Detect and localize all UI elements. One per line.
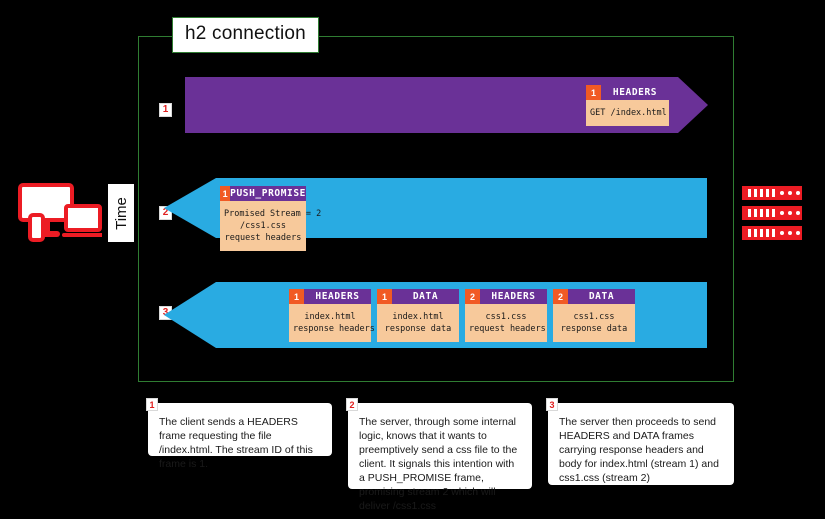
frame-header-bar: 1 PUSH_PROMISE (220, 186, 306, 201)
caption-number: 3 (546, 398, 558, 411)
frame-headers-request: 1 HEADERS GET /index.html (586, 85, 669, 126)
caption-1: 1 The client sends a HEADERS frame reque… (146, 398, 332, 470)
frame-header-bar: 1 HEADERS (289, 289, 371, 304)
frame-body-text: css1.css request headers (465, 304, 547, 342)
arrow-head-right (678, 77, 708, 133)
frame-type-label: HEADERS (612, 87, 658, 98)
stream-id-badge: 2 (553, 289, 568, 304)
client-devices-icon (18, 183, 104, 243)
stream-id-badge: 1 (220, 186, 231, 201)
time-axis-label: Time (108, 184, 134, 242)
frame-headers-index: 1 HEADERS index.html response headers (289, 289, 375, 342)
frame-type-label: PUSH_PROMISE (230, 188, 306, 199)
frame-header-bar: 1 DATA (377, 289, 459, 304)
frame-type-label: DATA (588, 291, 615, 302)
frame-data-css: 2 DATA css1.css response data (553, 289, 635, 342)
stream-id-badge: 1 (377, 289, 392, 304)
frame-push-promise: 1 PUSH_PROMISE Promised Stream = 2 /css1… (220, 186, 321, 251)
frame-body-text: index.html response headers (289, 304, 375, 342)
frame-body-text: index.html response data (377, 304, 459, 342)
frame-body-text: GET /index.html (586, 100, 669, 126)
frame-body-text: Promised Stream = 2 /css1.css request he… (220, 201, 321, 251)
caption-text: The client sends a HEADERS frame request… (159, 416, 313, 470)
caption-number: 2 (346, 398, 358, 411)
frame-type-label: HEADERS (315, 291, 360, 302)
frame-data-index: 1 DATA index.html response data (377, 289, 459, 342)
frame-header-bar: 2 HEADERS (465, 289, 547, 304)
row-marker-1: 1 (159, 103, 172, 117)
server-rack-icon (742, 186, 802, 240)
stream-id-badge: 1 (586, 85, 601, 100)
frame-type-label: HEADERS (491, 291, 536, 302)
frame-header-bar: 1 HEADERS (586, 85, 669, 100)
h2-connection-boundary (138, 36, 734, 382)
h2-connection-title: h2 connection (172, 17, 319, 53)
frame-body-text: css1.css response data (553, 304, 635, 342)
frame-headers-css: 2 HEADERS css1.css request headers (465, 289, 547, 342)
caption-text: The server then proceeds to send HEADERS… (559, 416, 719, 484)
frame-type-label: DATA (412, 291, 439, 302)
arrow-head-left (164, 178, 216, 238)
stream-id-badge: 1 (289, 289, 304, 304)
arrow-head-left (164, 282, 216, 348)
caption-text: The server, through some internal logic,… (359, 416, 518, 512)
caption-3: 3 The server then proceeds to send HEADE… (546, 398, 734, 485)
caption-2: 2 The server, through some internal logi… (346, 398, 532, 512)
frame-header-bar: 2 DATA (553, 289, 635, 304)
caption-number: 1 (146, 398, 158, 411)
stream-id-badge: 2 (465, 289, 480, 304)
time-axis-label-text: Time (112, 196, 130, 230)
